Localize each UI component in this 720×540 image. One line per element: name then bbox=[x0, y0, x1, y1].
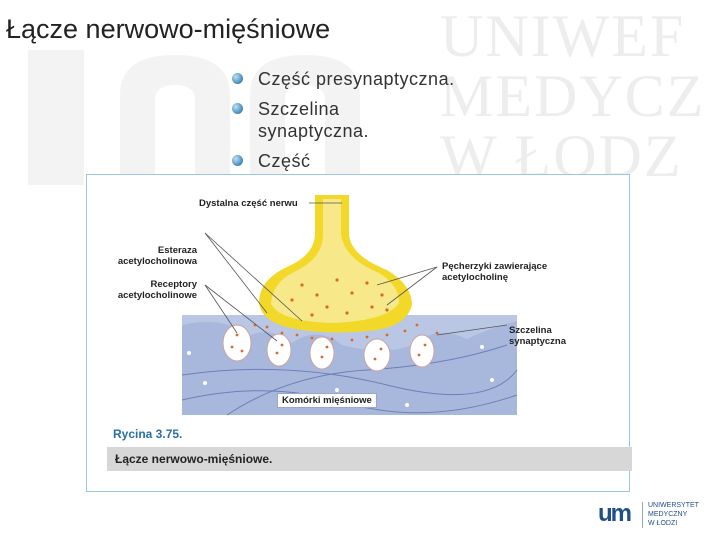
slide-title: Łącze nerwowo-mięśniowe bbox=[6, 14, 331, 44]
watermark-logo bbox=[28, 50, 360, 185]
bullet-item: Szczelina synaptyczna. bbox=[232, 98, 408, 142]
label-esteraza: Esteraza acetylocholinowa bbox=[117, 245, 197, 267]
logo-mark: um bbox=[598, 500, 632, 527]
bullet-text: Część presynaptyczna. bbox=[258, 69, 455, 89]
label-vesicles: Pęcherzyki zawierające acetylocholinę bbox=[442, 261, 548, 283]
watermark-line1: UNIWEF bbox=[440, 3, 686, 69]
bullet-text: Szczelina synaptyczna. bbox=[258, 99, 370, 141]
logo-text: UNIWERSYTET MEDYCZNY W ŁODZI bbox=[648, 502, 699, 527]
label-distal-nerve: Dystalna część nerwu bbox=[199, 198, 298, 209]
caption-box: Łącze nerwowo-mięśniowe. bbox=[107, 447, 632, 471]
bullet-icon bbox=[232, 155, 243, 166]
label-muscle-cells: Komórki mięśniowe bbox=[277, 393, 377, 408]
label-cleft: Szczelina synaptyczna bbox=[509, 325, 567, 347]
university-logo: um UNIWERSYTET MEDYCZNY W ŁODZI bbox=[598, 498, 712, 532]
bullet-list: Część presynaptyczna. Szczelina synaptyc… bbox=[232, 68, 532, 180]
logo-divider bbox=[642, 502, 643, 528]
caption-text: Łącze nerwowo-mięśniowe. bbox=[115, 452, 273, 466]
figure-panel: Dystalna część nerwu Esteraza acetylocho… bbox=[86, 174, 632, 492]
caption-title: Rycina 3.75. bbox=[113, 427, 183, 441]
bullet-item: Część presynaptyczna. bbox=[232, 68, 532, 90]
watermark-line2: MEDYCZ bbox=[440, 63, 706, 129]
bullet-item: Część bbox=[232, 150, 532, 172]
bullet-text: Część bbox=[258, 151, 311, 171]
bullet-icon bbox=[232, 103, 243, 114]
label-receptory: Receptory acetylocholinowe bbox=[117, 279, 197, 301]
bullet-icon bbox=[232, 73, 243, 84]
